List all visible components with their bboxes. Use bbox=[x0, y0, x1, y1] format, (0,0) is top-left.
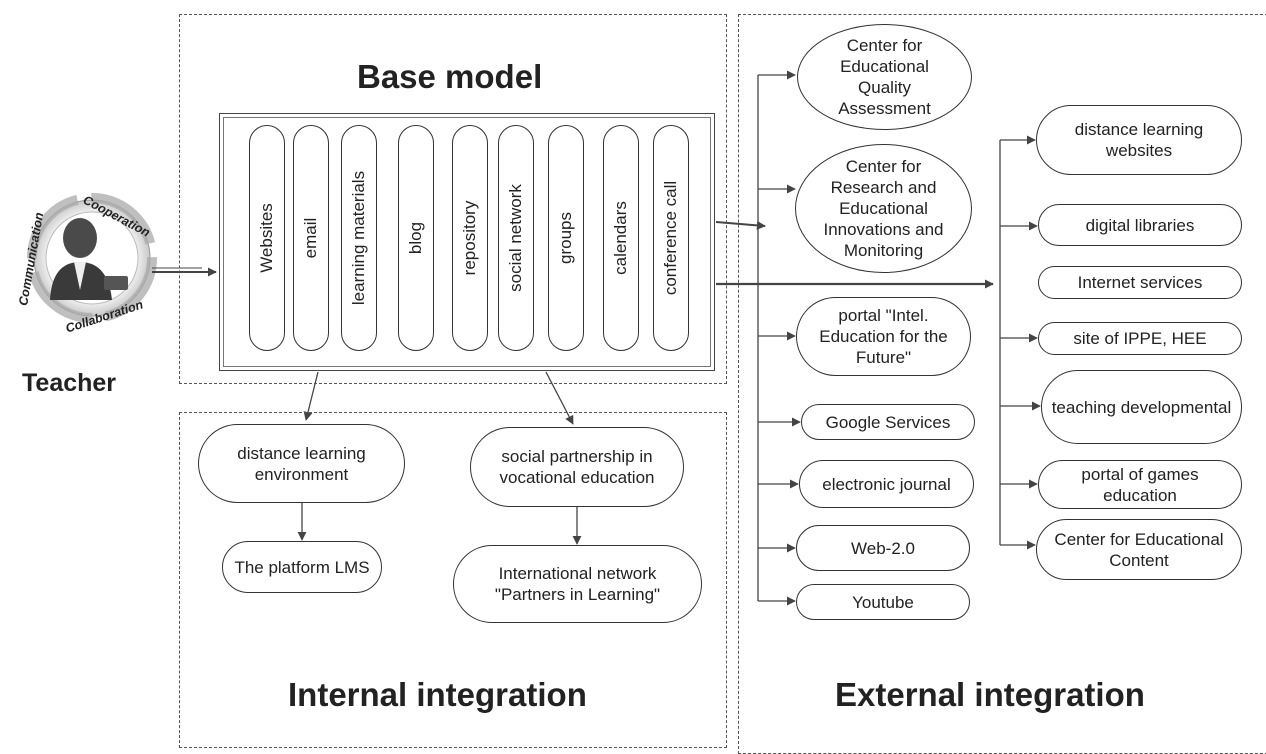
internet-services-node: Internet services bbox=[1038, 266, 1242, 299]
research-innovations-center-node: Center for Research and Educational Inno… bbox=[795, 144, 972, 273]
games-education-portal-node: portal of games education bbox=[1038, 460, 1242, 509]
teacher-person-icon bbox=[50, 218, 128, 300]
tool-calendars: calendars bbox=[603, 125, 639, 351]
internal-integration-title: Internal integration bbox=[288, 676, 587, 713]
platform-lms-node: The platform LMS bbox=[222, 541, 382, 593]
partners-in-learning-node: International network "Partners in Learn… bbox=[453, 545, 702, 623]
electronic-journal-node: electronic journal bbox=[799, 460, 974, 508]
distance-learning-environment-node: distance learning environment bbox=[198, 424, 405, 503]
social-partnership-node: social partnership in vocational educati… bbox=[470, 427, 684, 507]
educational-content-center-node: Center for Educational Content bbox=[1036, 519, 1242, 580]
base-model-title: Base model bbox=[357, 58, 543, 95]
tool-social-network: social network bbox=[498, 125, 534, 351]
base-model-box bbox=[219, 113, 715, 371]
youtube-node: Youtube bbox=[796, 584, 970, 620]
teaching-developmental-node: teaching developmental bbox=[1041, 370, 1242, 444]
distance-learning-websites-node: distance learning websites bbox=[1036, 105, 1242, 175]
digital-libraries-node: digital libraries bbox=[1038, 204, 1242, 246]
tool-email: email bbox=[293, 125, 329, 351]
base-model-frame bbox=[179, 14, 727, 384]
quality-assessment-center-node: Center for Educational Quality Assessmen… bbox=[797, 24, 972, 130]
teacher-label: Teacher bbox=[22, 369, 117, 397]
intel-portal-node: portal "Intel. Education for the Future" bbox=[796, 297, 971, 376]
tool-conference-call: conference call bbox=[653, 125, 689, 351]
tool-learning-materials: learning materials bbox=[341, 125, 377, 351]
tool-websites: Websites bbox=[249, 125, 285, 351]
tool-repository: repository bbox=[452, 125, 488, 351]
tool-blog: blog bbox=[398, 125, 434, 351]
site-ippe-hee-node: site of IPPE, HEE bbox=[1038, 322, 1242, 355]
web-2-node: Web-2.0 bbox=[796, 525, 970, 571]
google-services-node: Google Services bbox=[801, 404, 975, 440]
external-integration-title: External integration bbox=[835, 676, 1145, 713]
tool-groups: groups bbox=[548, 125, 584, 351]
